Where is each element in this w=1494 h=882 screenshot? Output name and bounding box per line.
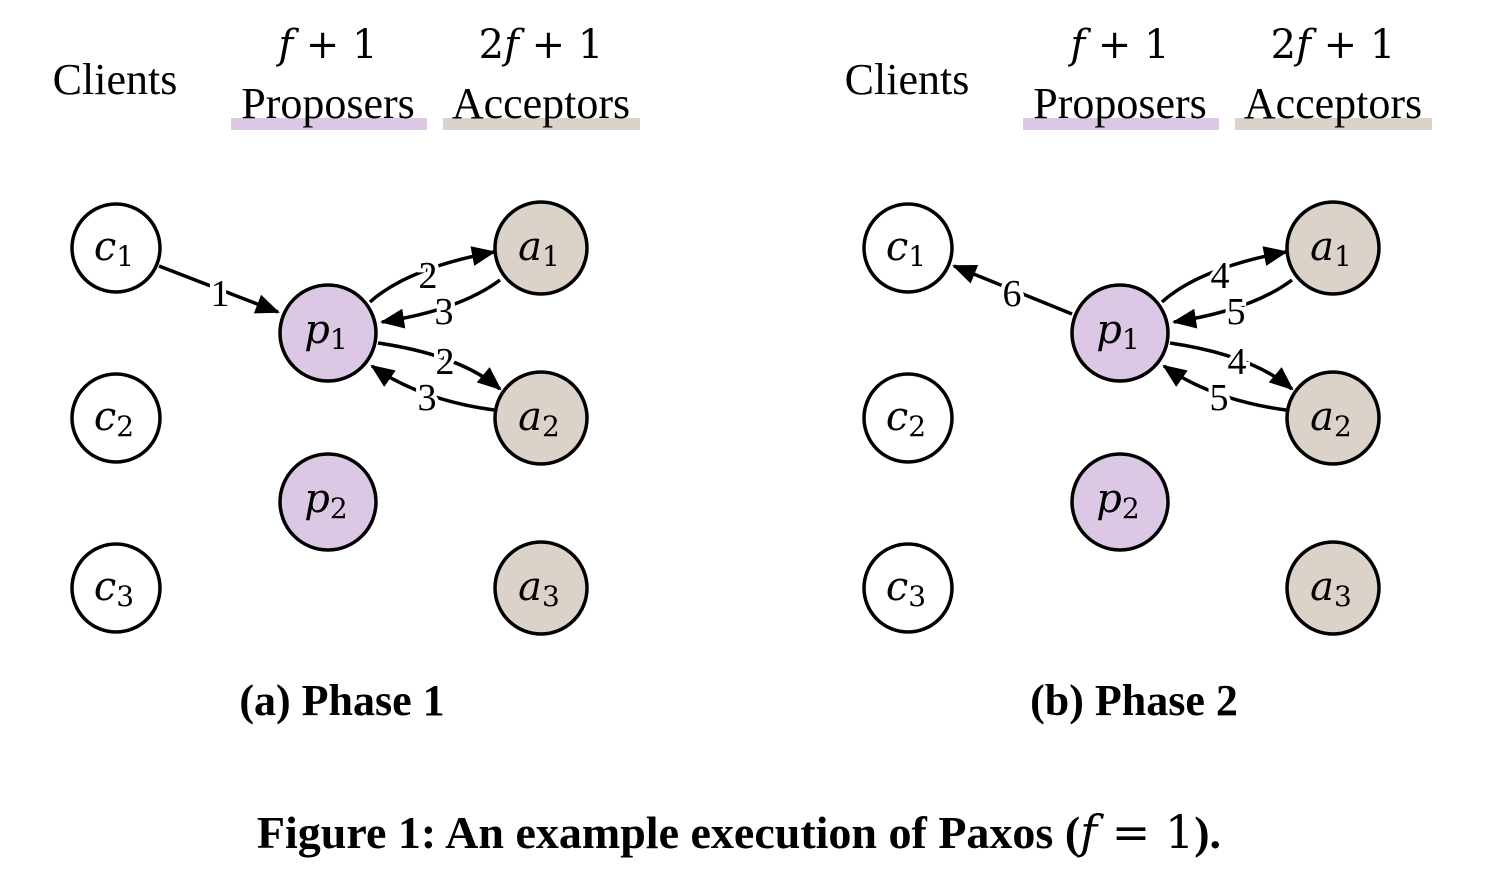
node-p1 [278, 283, 378, 383]
node-a2 [493, 370, 589, 466]
figure-caption-eq: = 1 [1097, 805, 1194, 859]
figure-caption-prefix: Figure 1: An example execution of Paxos … [257, 807, 1080, 858]
acceptors-underline [1235, 118, 1432, 130]
node-a1 [1285, 200, 1381, 296]
subcaption-phase-2: (b) Phase 2 [1030, 676, 1238, 725]
edge-p1-to-c1 [952, 264, 1073, 316]
node-p2-label: p2 [304, 476, 347, 525]
proposers-count: f + 1 [1067, 22, 1169, 68]
acceptors-header: Acceptors [452, 79, 630, 128]
node-p1 [1070, 283, 1170, 383]
edge-a2-to-p1 [370, 364, 495, 412]
edge-a1-to-p1 [1172, 278, 1294, 329]
proposers-count: f + 1 [275, 22, 377, 68]
edge-label-3-a2: 3 [418, 377, 437, 419]
figure-caption: Figure 1: An example execution of Paxos … [257, 805, 1221, 859]
proposers-header: Proposers [241, 79, 415, 128]
edge-label-4-a2: 4 [1228, 341, 1247, 383]
edge-a2-to-p1 [1162, 364, 1287, 412]
acceptors-count-pre: 2 [479, 22, 504, 68]
acceptors-header: Acceptors [1244, 79, 1422, 128]
acceptors-count-rest: + 1 [1311, 22, 1395, 68]
edge-label-6: 6 [1003, 273, 1022, 315]
node-c2 [70, 372, 162, 464]
proposers-header: Proposers [1033, 79, 1207, 128]
node-a3-label: a3 [1310, 564, 1352, 613]
node-a2-label: a2 [1310, 394, 1352, 443]
node-c3-label: c3 [94, 564, 134, 613]
edge-label-5-a1: 5 [1227, 291, 1246, 333]
edge-label-4-a1: 4 [1211, 255, 1230, 297]
acceptors-count: 2f + 1 [479, 22, 604, 68]
edge-p1-to-a1 [1160, 246, 1288, 304]
proposers-count-rest: + 1 [1085, 22, 1169, 68]
node-p2 [278, 452, 378, 552]
node-a2-label: a2 [518, 394, 560, 443]
figure-caption-suffix: ). [1194, 807, 1221, 858]
edge-p1-to-a2 [377, 341, 502, 391]
acceptors-count-pre: 2 [1271, 22, 1296, 68]
edge-label-3-a1: 3 [435, 291, 454, 333]
node-a1-label: a1 [518, 224, 560, 273]
node-a3 [1285, 540, 1381, 636]
node-a3-label: a3 [518, 564, 560, 613]
node-p1-label: p1 [1096, 307, 1139, 356]
node-c1-label: c1 [94, 224, 134, 273]
node-c2-label: c2 [886, 394, 926, 443]
panel-phase-1: Clients f + 1 Proposers 2f + 1 Acceptors… [53, 22, 640, 725]
node-c1-label: c1 [886, 224, 926, 273]
clients-header: Clients [53, 55, 178, 104]
proposers-count-rest: + 1 [293, 22, 377, 68]
acceptors-count: 2f + 1 [1271, 22, 1396, 68]
proposers-underline [231, 118, 427, 130]
proposers-underline [1023, 118, 1219, 130]
node-a1 [493, 200, 589, 296]
edge-label-2-a1: 2 [419, 255, 438, 297]
node-c1 [70, 202, 162, 294]
acceptors-underline [443, 118, 640, 130]
node-c2 [862, 372, 954, 464]
node-c2-label: c2 [94, 394, 134, 443]
node-a1-label: a1 [1310, 224, 1352, 273]
edge-c1-to-p1 [158, 264, 280, 314]
clients-header: Clients [845, 55, 970, 104]
node-p2 [1070, 452, 1170, 552]
node-c1 [862, 202, 954, 294]
edge-p1-to-a1 [368, 246, 496, 304]
node-a3 [493, 540, 589, 636]
edge-label-1: 1 [211, 273, 230, 315]
node-a2 [1285, 370, 1381, 466]
edge-p1-to-a2 [1169, 341, 1294, 391]
acceptors-count-rest: + 1 [519, 22, 603, 68]
panel-phase-2: Clients f + 1 Proposers 2f + 1 Acceptors… [845, 22, 1432, 725]
node-p2-label: p2 [1096, 476, 1139, 525]
node-c3 [70, 542, 162, 634]
node-c3 [862, 542, 954, 634]
edge-label-2-a2: 2 [436, 341, 455, 383]
subcaption-phase-1: (a) Phase 1 [239, 676, 444, 725]
edge-label-5-a2: 5 [1210, 377, 1229, 419]
edge-a1-to-p1 [380, 278, 502, 329]
node-p1-label: p1 [304, 307, 347, 356]
node-c3-label: c3 [886, 564, 926, 613]
